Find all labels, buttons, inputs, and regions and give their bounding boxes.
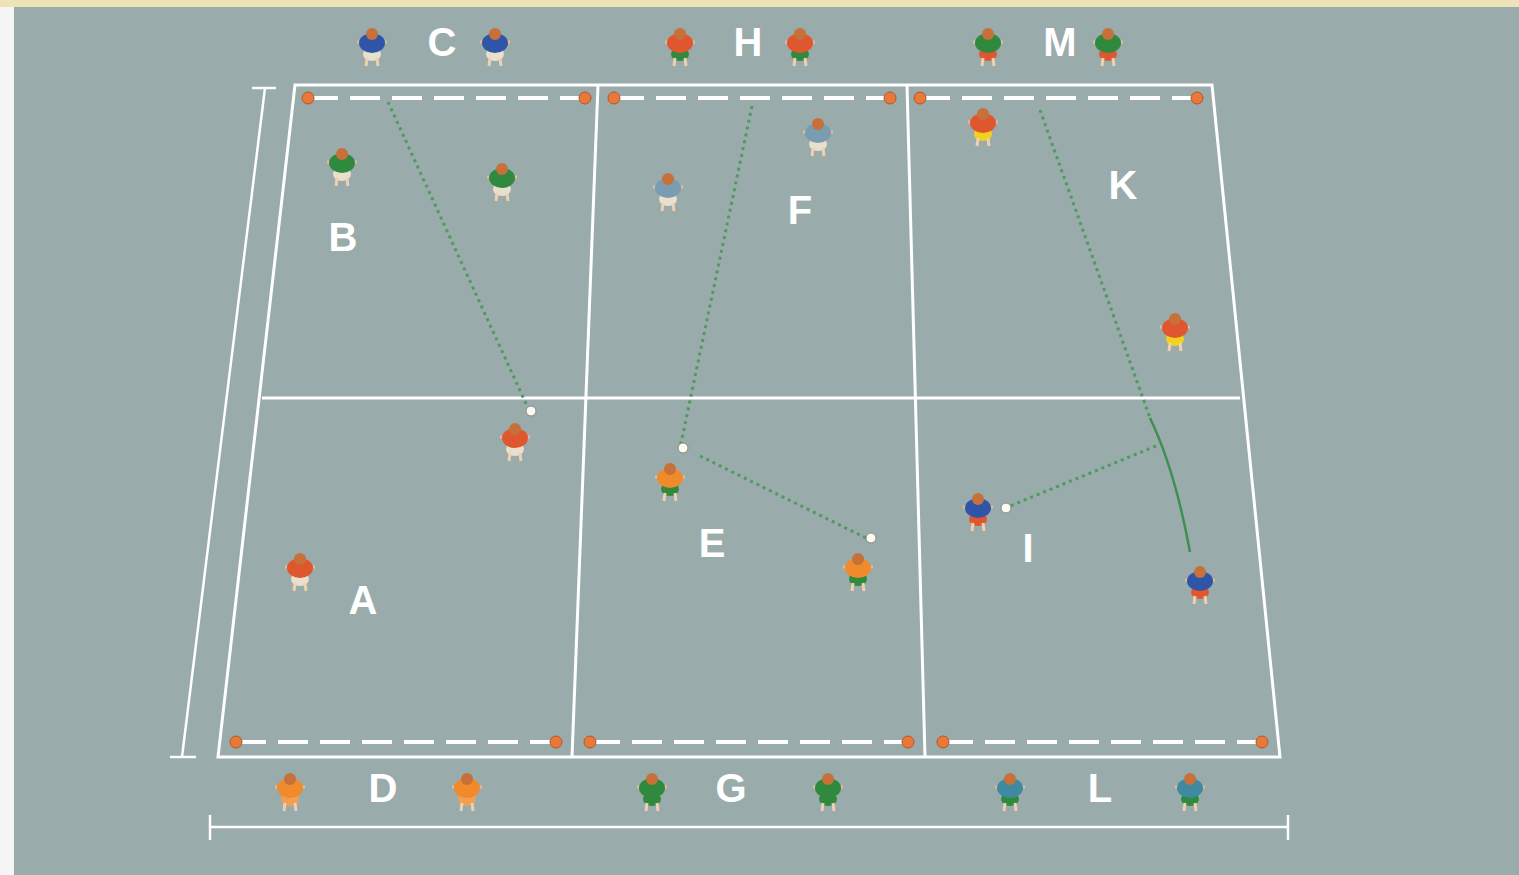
cone bbox=[937, 736, 949, 748]
cone bbox=[1191, 92, 1203, 104]
group-letter: I bbox=[1022, 528, 1033, 568]
group-letter: G bbox=[715, 768, 746, 808]
group-letter: A bbox=[349, 580, 378, 620]
player bbox=[637, 773, 667, 811]
player bbox=[973, 28, 1003, 66]
group-letter: E bbox=[699, 523, 726, 563]
player bbox=[275, 773, 305, 811]
player bbox=[452, 773, 482, 811]
cone bbox=[1256, 736, 1268, 748]
player bbox=[1175, 773, 1205, 811]
player bbox=[1160, 313, 1190, 351]
player bbox=[665, 28, 695, 66]
player bbox=[995, 773, 1025, 811]
group-letter: D bbox=[369, 768, 398, 808]
group-letter: K bbox=[1109, 165, 1138, 205]
player bbox=[487, 163, 517, 201]
player bbox=[785, 28, 815, 66]
field-lines bbox=[218, 85, 1280, 757]
run-line bbox=[1150, 418, 1190, 552]
player bbox=[500, 423, 530, 461]
player bbox=[653, 173, 683, 211]
player bbox=[327, 148, 357, 186]
player bbox=[963, 493, 993, 531]
cone bbox=[884, 92, 896, 104]
player bbox=[803, 118, 833, 156]
cone bbox=[579, 92, 591, 104]
group-letter: H bbox=[734, 22, 763, 62]
goal-lines bbox=[236, 98, 1262, 742]
player bbox=[357, 28, 387, 66]
ball bbox=[1001, 503, 1011, 513]
player bbox=[968, 108, 998, 146]
player bbox=[1093, 28, 1123, 66]
cone bbox=[584, 736, 596, 748]
cones bbox=[230, 92, 1268, 748]
group-letter: F bbox=[788, 190, 812, 230]
cone bbox=[914, 92, 926, 104]
cone bbox=[302, 92, 314, 104]
player bbox=[843, 553, 873, 591]
cone bbox=[550, 736, 562, 748]
left-strip bbox=[0, 7, 14, 875]
ball bbox=[526, 406, 536, 416]
player bbox=[1185, 566, 1215, 604]
dimension-lines bbox=[170, 88, 1288, 840]
cone bbox=[902, 736, 914, 748]
ball bbox=[678, 443, 688, 453]
group-letter: B bbox=[329, 217, 358, 257]
group-letter: C bbox=[428, 22, 457, 62]
players bbox=[275, 28, 1215, 811]
player bbox=[480, 28, 510, 66]
pass-lines bbox=[388, 102, 1156, 538]
player bbox=[655, 463, 685, 501]
ball bbox=[866, 533, 876, 543]
cone bbox=[608, 92, 620, 104]
cone bbox=[230, 736, 242, 748]
group-letter: M bbox=[1043, 22, 1076, 62]
group-letter: L bbox=[1088, 768, 1112, 808]
player bbox=[813, 773, 843, 811]
player bbox=[285, 553, 315, 591]
top-strip bbox=[0, 0, 1519, 7]
